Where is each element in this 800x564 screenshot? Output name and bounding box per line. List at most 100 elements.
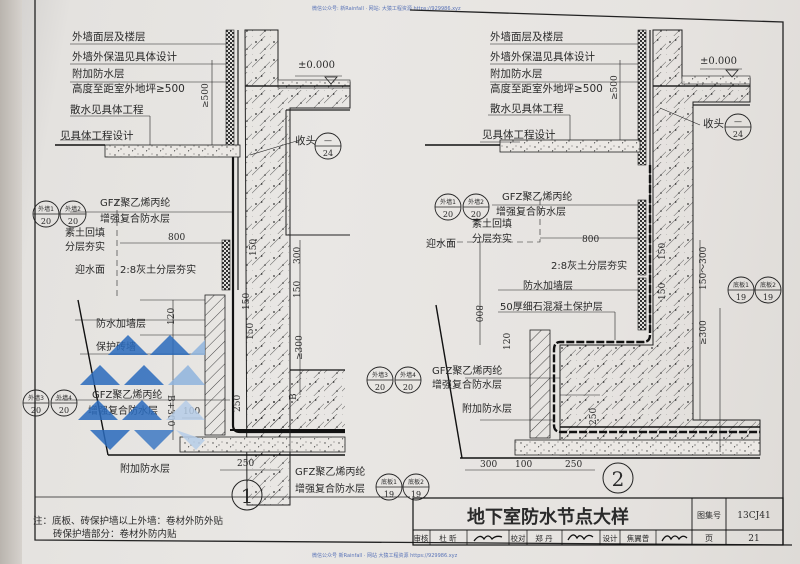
svg-text:1: 1: [241, 484, 254, 508]
notes: 注：底板、砖保护墙以上外墙：卷材外防外贴 砖保护墙部分：卷材外防内贴: [33, 515, 224, 540]
label-additional-wp: 附加防水层: [72, 67, 125, 80]
label-height-req-2: 高度至距室外地坪≥500: [490, 82, 603, 95]
label-apron: 散水见具体工程: [70, 103, 144, 116]
dim-300-2: 300: [480, 460, 497, 470]
label-see-design: 见具体工程设计: [60, 129, 134, 142]
dim-100-2: 100: [515, 460, 532, 470]
svg-text:外墙1: 外墙1: [38, 205, 54, 213]
svg-text:20: 20: [41, 217, 51, 226]
detail-1-labels: 外墙面层及楼层 外墙外保温见具体设计 附加防水层 高度至距室外地坪≥500 散水…: [60, 30, 365, 495]
dim-ge300-2: ≥300: [699, 320, 709, 345]
label-additional-wp2-2: 附加防水层: [462, 402, 512, 415]
dim-800: 800: [168, 233, 185, 243]
ref-bubble-slab1-2[interactable]: 底板1 19: [727, 276, 755, 304]
checker-signature: [567, 534, 594, 541]
dim-150a-2: 150: [658, 243, 668, 260]
label-lime-soil-2: 2:8灰土分层夯实: [551, 259, 627, 272]
detail-2-number: 2: [602, 462, 634, 494]
detail-2-labels: 外墙面层及楼层 外墙外保温见具体设计 附加防水层 高度至距室外地坪≥500 散水…: [426, 30, 737, 415]
dim-ge500: ≥500: [201, 83, 211, 108]
label-height-req: 高度至距室外地坪≥500: [72, 82, 185, 95]
dim-250b: 250: [237, 459, 254, 469]
label-gfz3-2: 增强复合防水层: [295, 482, 365, 495]
insulation-layer: [225, 29, 235, 151]
label-gfz2-1: GFZ聚乙烯丙纶: [92, 388, 162, 401]
atlas-label: 图集号: [697, 510, 721, 520]
ref-bubble-closure[interactable]: — 24: [314, 132, 342, 160]
label-backfill-2-2: 分层夯实: [472, 232, 512, 245]
dim-150b-2: 150: [658, 283, 668, 300]
label-backfill-1: 素土回填: [65, 226, 105, 239]
svg-text:24: 24: [323, 149, 333, 158]
svg-text:底板2: 底板2: [760, 281, 776, 289]
label-elevation: ±0.000: [298, 60, 335, 71]
label-gfz2-2-2: 增强复合防水层: [432, 378, 502, 391]
label-backfill-1-2: 素土回填: [472, 217, 512, 230]
ref-bubble-wall2[interactable]: 外墙2 20: [59, 200, 87, 228]
protective-brick-wall-2: [529, 329, 551, 439]
watermark-bottom: 微信公众号 新Rainfall · 网站 大猿工程资源 https://9299…: [312, 552, 458, 559]
label-see-design-2: 见具体工程设计: [482, 128, 556, 141]
dim-ge500-2: ≥500: [610, 75, 620, 100]
label-gfz3-1: GFZ聚乙烯丙纶: [295, 465, 365, 478]
svg-text:19: 19: [384, 490, 394, 499]
dim-150-300: 150: [293, 281, 303, 298]
label-gfz-1: GFZ聚乙烯丙纶: [100, 196, 170, 209]
label-closure-2: 收头: [703, 117, 724, 130]
dim-300: 300: [293, 247, 303, 264]
ref-bubble-wall2-2[interactable]: 外墙2 20: [462, 193, 490, 221]
svg-text:—: —: [324, 136, 332, 145]
dim-150-300-2: 150～300: [699, 246, 709, 290]
ref-bubble-wall3-2[interactable]: 外墙3 20: [366, 366, 394, 394]
drawing-title: 地下室防水节点大样: [467, 506, 629, 528]
svg-text:19: 19: [763, 293, 773, 302]
svg-text:底板1: 底板1: [381, 478, 397, 486]
ref-bubble-slab1[interactable]: 底板1 19: [375, 473, 403, 501]
ref-bubble-slab2-2[interactable]: 底板2 19: [754, 276, 782, 304]
ref-bubble-wall4-2[interactable]: 外墙4 20: [394, 366, 422, 394]
svg-text:19: 19: [411, 490, 421, 499]
label-insulation-2: 外墙外保温见具体设计: [490, 50, 595, 63]
design-label: 设计: [603, 533, 618, 543]
check-label: 校对: [511, 533, 526, 543]
page-label: 页: [705, 534, 713, 543]
label-wall-finish: 外墙面层及楼层: [72, 30, 146, 43]
ref-bubble-wall1-2[interactable]: 外墙1 20: [434, 193, 462, 221]
page-number: 21: [748, 534, 759, 544]
svg-text:外墙4: 外墙4: [400, 371, 416, 379]
watermark-logo: [78, 335, 205, 450]
ref-bubble-wall4[interactable]: 外墙4 20: [50, 389, 78, 417]
svg-text:2: 2: [612, 467, 625, 491]
insulation-layer-lower: [221, 239, 231, 291]
label-apron-2: 散水见具体工程: [490, 102, 564, 115]
protective-brick-wall: [204, 294, 226, 436]
dim-120: 120: [167, 308, 177, 325]
detail-2: [425, 29, 761, 471]
label-elevation-2: ±0.000: [700, 56, 737, 67]
ref-bubble-wall1[interactable]: 外墙1 20: [32, 200, 60, 228]
binding-spine: [0, 0, 22, 564]
svg-text:外墙2: 外墙2: [468, 198, 484, 206]
svg-text:19: 19: [736, 293, 746, 302]
label-insulation: 外墙外保温见具体设计: [72, 50, 177, 63]
reviewer-name: 杜 昕: [439, 533, 457, 543]
checker-name: 郑 丹: [535, 533, 553, 543]
ref-bubble-slab2[interactable]: 底板2 19: [402, 473, 430, 501]
dim-150c: 150: [246, 323, 256, 340]
dim-800b-2: 800: [473, 305, 483, 322]
ref-bubble-closure-2[interactable]: — 24: [724, 113, 752, 141]
detail-2-dimensions: ≥500 800 800 150 150～300 150 ≥300 120 25…: [473, 75, 709, 470]
note-line-2: 砖保护墙部分：卷材外防内贴: [53, 528, 177, 540]
reviewer-signature: [473, 535, 503, 542]
ref-bubble-wall3[interactable]: 外墙3 20: [22, 389, 50, 417]
svg-text:外墙4: 外墙4: [56, 394, 72, 402]
label-water-face-2: 迎水面: [426, 238, 456, 250]
svg-text:外墙3: 外墙3: [372, 371, 388, 379]
dim-250b-2: 250: [565, 460, 582, 470]
label-lime-soil: 2:8灰土分层夯实: [120, 263, 196, 276]
label-gfz-2-2: 增强复合防水层: [496, 205, 566, 218]
svg-text:20: 20: [443, 210, 453, 219]
label-wall-finish-2: 外墙面层及楼层: [490, 30, 564, 43]
dim-250a: 250: [233, 395, 243, 412]
dim-b: B: [289, 393, 299, 400]
